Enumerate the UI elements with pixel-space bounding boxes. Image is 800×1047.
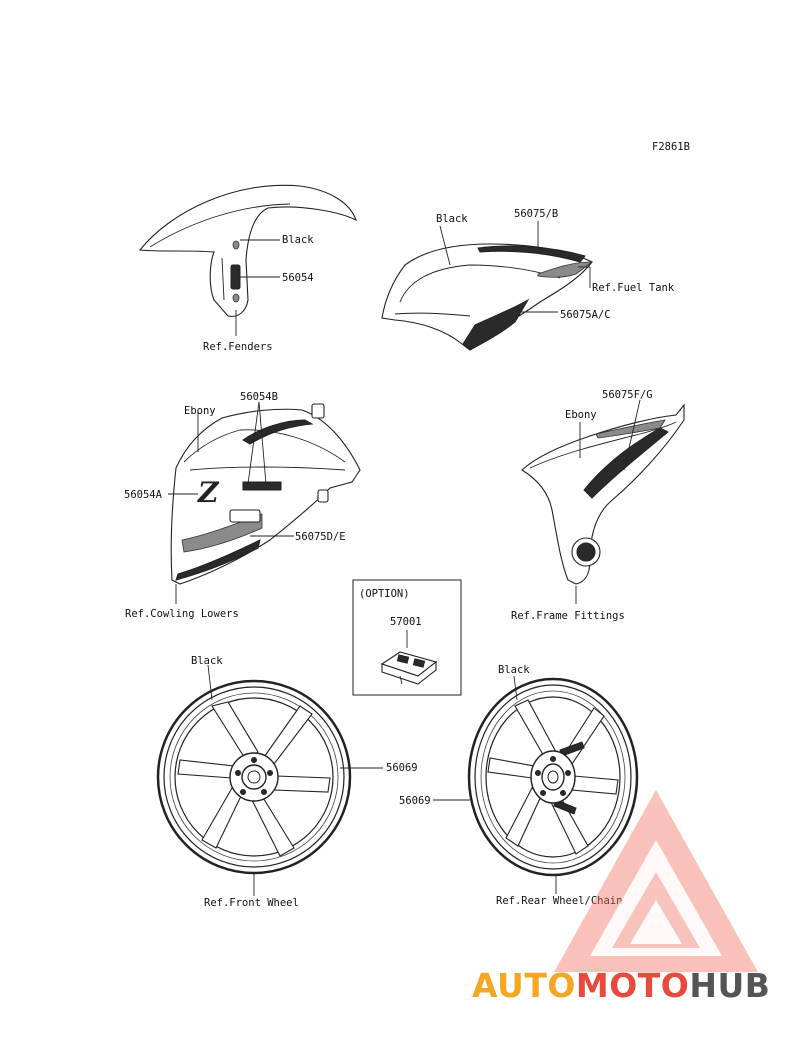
ref-front-wheel[interactable]: Ref.Front Wheel xyxy=(204,897,299,909)
tank-part-56075b[interactable]: 56075/B xyxy=(514,208,558,220)
front-wheel-group: Black 56069 Ref.Front Wheel xyxy=(156,655,418,909)
cowling-group: Z Ebony 56054B 56054A 56075D/E Ref.Cowli… xyxy=(124,391,361,620)
frame-cover-group: Ebony 56075F/G Ref.Frame Fittings xyxy=(511,389,685,622)
watermark-hub: HUB xyxy=(689,966,770,1005)
option-box: (OPTION) 57001 xyxy=(352,579,462,696)
frame-color-label: Ebony xyxy=(565,409,597,421)
cowling-part-56054a[interactable]: 56054A xyxy=(124,489,163,501)
tank-color-label: Black xyxy=(436,213,468,225)
fender-part-56054[interactable]: 56054 xyxy=(282,272,314,284)
watermark-moto: MOTO xyxy=(576,966,689,1005)
fuel-tank-group: Black 56075/B 56075A/C Ref.Fuel Tank xyxy=(381,208,675,351)
frame-part-56075fg[interactable]: 56075F/G xyxy=(602,389,653,401)
fender-color-label: Black xyxy=(282,234,314,246)
cowling-part-56054b[interactable]: 56054B xyxy=(240,391,278,403)
front-wheel-part[interactable] xyxy=(156,679,352,875)
cowling-color-label: Ebony xyxy=(184,405,216,417)
tank-part-56075ac[interactable]: 56075A/C xyxy=(560,309,611,321)
rear-wheel-part-56069[interactable]: 56069 xyxy=(399,795,431,807)
ref-frame-fittings[interactable]: Ref.Frame Fittings xyxy=(511,610,625,622)
option-title: (OPTION) xyxy=(359,588,410,600)
rear-wheel-color-label: Black xyxy=(498,664,530,676)
cowling-part-56075de[interactable]: 56075D/E xyxy=(295,531,346,543)
ref-fenders[interactable]: Ref.Fenders xyxy=(203,341,273,353)
ref-fuel-tank[interactable]: Ref.Fuel Tank xyxy=(592,282,675,294)
front-fender-part[interactable] xyxy=(138,184,357,317)
watermark: AUTOMOTOHUB xyxy=(472,790,770,1005)
watermark-auto: AUTO xyxy=(472,966,576,1005)
front-wheel-part-56069[interactable]: 56069 xyxy=(386,762,418,774)
figure-code: F2861B xyxy=(652,141,690,153)
svg-text:Z: Z xyxy=(197,476,220,509)
front-wheel-color-label: Black xyxy=(191,655,223,667)
rear-wheel-part[interactable] xyxy=(467,677,639,877)
ref-rear-wheel-chain[interactable]: Ref.Rear Wheel/Chain xyxy=(496,895,622,907)
rear-wheel-group: Black 56069 Ref.Rear Wheel/Chain xyxy=(399,664,639,907)
option-tool-part[interactable] xyxy=(380,651,438,685)
watermark-text: AUTOMOTOHUB xyxy=(472,966,770,1005)
front-fender-group: Black 56054 Ref.Fenders xyxy=(138,184,357,353)
ref-cowling-lowers[interactable]: Ref.Cowling Lowers xyxy=(125,608,239,620)
watermark-logo xyxy=(554,790,758,972)
option-part-57001[interactable]: 57001 xyxy=(390,616,422,628)
